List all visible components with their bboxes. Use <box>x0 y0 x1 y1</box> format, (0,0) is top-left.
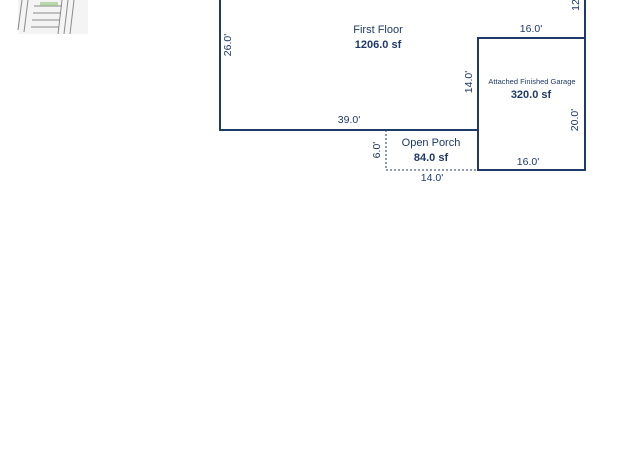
garage-outline <box>477 38 586 171</box>
thumbnail-line <box>57 0 63 35</box>
first-floor-name: First Floor <box>353 24 403 36</box>
first-floor-outline <box>219 0 586 131</box>
dim-first-floor-top-right: 16.0' <box>520 23 542 35</box>
thumbnail-accent <box>40 2 58 6</box>
dim-garage-bottom: 16.0' <box>517 156 539 168</box>
porch-area: 84.0 sf <box>414 152 449 164</box>
dim-porch-left: 6.0' <box>371 142 383 159</box>
dim-garage-right: 20.0' <box>569 109 581 131</box>
thumbnail-line <box>63 0 69 35</box>
garage-name: Attached Finished Garage <box>488 77 575 86</box>
porch-outline <box>385 130 478 171</box>
thumbnail-line <box>17 0 23 31</box>
dim-garage-left: 14.0' <box>463 71 475 93</box>
dim-first-floor-left: 26.0' <box>222 34 234 56</box>
location-thumbnail <box>17 0 88 35</box>
dim-first-floor-bottom: 39.0' <box>338 114 360 126</box>
thumbnail-line <box>23 0 29 33</box>
dim-first-floor-right-partial: 12 <box>570 0 582 11</box>
porch-name: Open Porch <box>402 137 461 149</box>
garage-area: 320.0 sf <box>511 89 552 101</box>
first-floor-area: 1206.0 sf <box>355 39 402 51</box>
thumbnail-line <box>69 0 75 35</box>
dim-porch-bottom: 14.0' <box>421 172 443 184</box>
